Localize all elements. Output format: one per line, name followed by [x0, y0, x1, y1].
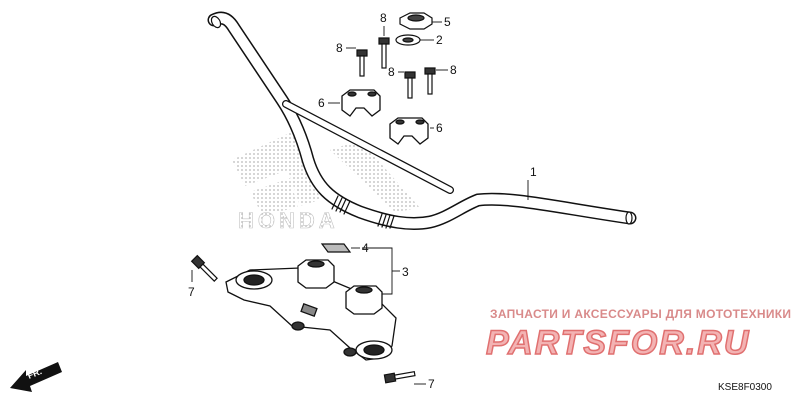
top-bridge-part-3	[225, 259, 397, 361]
handlebar	[207, 11, 637, 231]
watermark-tagline: ЗАПЧАСТИ И АКСЕССУАРЫ ДЛЯ МОТОТЕХНИКИ	[490, 307, 791, 321]
callout-6-left: 6	[318, 96, 325, 110]
callout-2: 2	[436, 33, 443, 47]
shop-watermark: ЗАПЧАСТИ И АКСЕССУАРЫ ДЛЯ МОТОТЕХНИКИ PA…	[485, 307, 791, 363]
watermark-site: PARTSFOR.RU	[486, 324, 750, 362]
callout-5: 5	[444, 15, 451, 29]
diagram-code: KSE8F0300	[718, 382, 772, 393]
leader-lines	[191, 21, 529, 385]
callout-numbers: 8 5 8 2 8 8 6 6 1 4 3 7 7	[188, 11, 537, 391]
callout-8-right: 8	[450, 63, 457, 77]
honda-wordmark: HONDA	[238, 208, 339, 233]
nut-part-5	[399, 12, 433, 30]
callout-8-mid: 8	[388, 65, 395, 79]
bolts-part-8	[356, 37, 436, 99]
callout-6-right: 6	[436, 121, 443, 135]
callout-7-bottom: 7	[428, 377, 435, 391]
callout-1: 1	[530, 165, 537, 179]
callout-8-top: 8	[380, 11, 387, 25]
bolts-part-7	[190, 254, 416, 384]
washer-part-2	[395, 34, 421, 46]
callout-8-left: 8	[336, 41, 343, 55]
callout-7-left: 7	[188, 285, 195, 299]
callout-4: 4	[362, 241, 369, 255]
rubber-part-4	[320, 243, 352, 253]
upper-holders-part-6	[341, 89, 429, 145]
front-direction-arrow: FR.	[10, 362, 62, 392]
callout-3: 3	[402, 265, 409, 279]
